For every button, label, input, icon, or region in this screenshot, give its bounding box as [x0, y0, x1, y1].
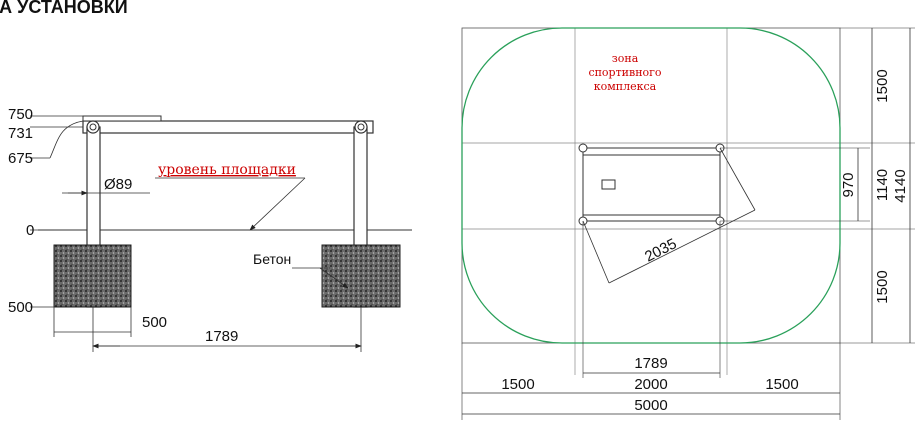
- sports-zone-outline: [461, 27, 841, 344]
- width-left: 1500: [501, 376, 534, 393]
- total-width: 5000: [634, 397, 667, 414]
- zone-label-line1: зона: [612, 52, 639, 65]
- right-concrete-block: [321, 244, 401, 308]
- height-500: 500: [8, 299, 33, 316]
- upper-bar: [82, 115, 162, 122]
- height-675: 675: [8, 150, 33, 167]
- width-middle: 2000: [634, 376, 667, 393]
- concrete-label: Бетон: [253, 251, 291, 267]
- height-0: 0: [26, 222, 34, 239]
- zone-label-line2: спортивного: [588, 66, 661, 79]
- post-top-left: [578, 143, 588, 153]
- height-top-1500: 1500: [874, 69, 891, 102]
- header-title: ТАЖА УСТАНОВКИ: [0, 0, 128, 17]
- height-1140: 1140: [874, 169, 891, 201]
- plan-view: [461, 27, 915, 420]
- height-bottom-1500: 1500: [874, 270, 891, 303]
- left-clamp: [86, 120, 100, 134]
- span-label: 1789: [205, 328, 238, 345]
- left-concrete-block: [53, 244, 132, 308]
- inner-span-label: 1789: [634, 355, 667, 372]
- height-731: 731: [8, 125, 33, 142]
- top-beam: [82, 120, 374, 134]
- height-750: 750: [8, 106, 33, 123]
- zone-label-line3: комплекса: [594, 80, 657, 93]
- plan-small-square: [601, 179, 616, 190]
- side-view: [30, 115, 412, 352]
- foot-width-label: 500: [142, 314, 167, 331]
- width-right: 1500: [765, 376, 798, 393]
- total-height: 4140: [892, 169, 909, 202]
- diameter-label: Ø89: [104, 176, 132, 193]
- diagonal-label: 2035: [642, 235, 679, 265]
- ground-level-label: уровень площадки: [158, 162, 296, 178]
- right-clamp: [354, 120, 368, 134]
- height-970: 970: [840, 172, 857, 197]
